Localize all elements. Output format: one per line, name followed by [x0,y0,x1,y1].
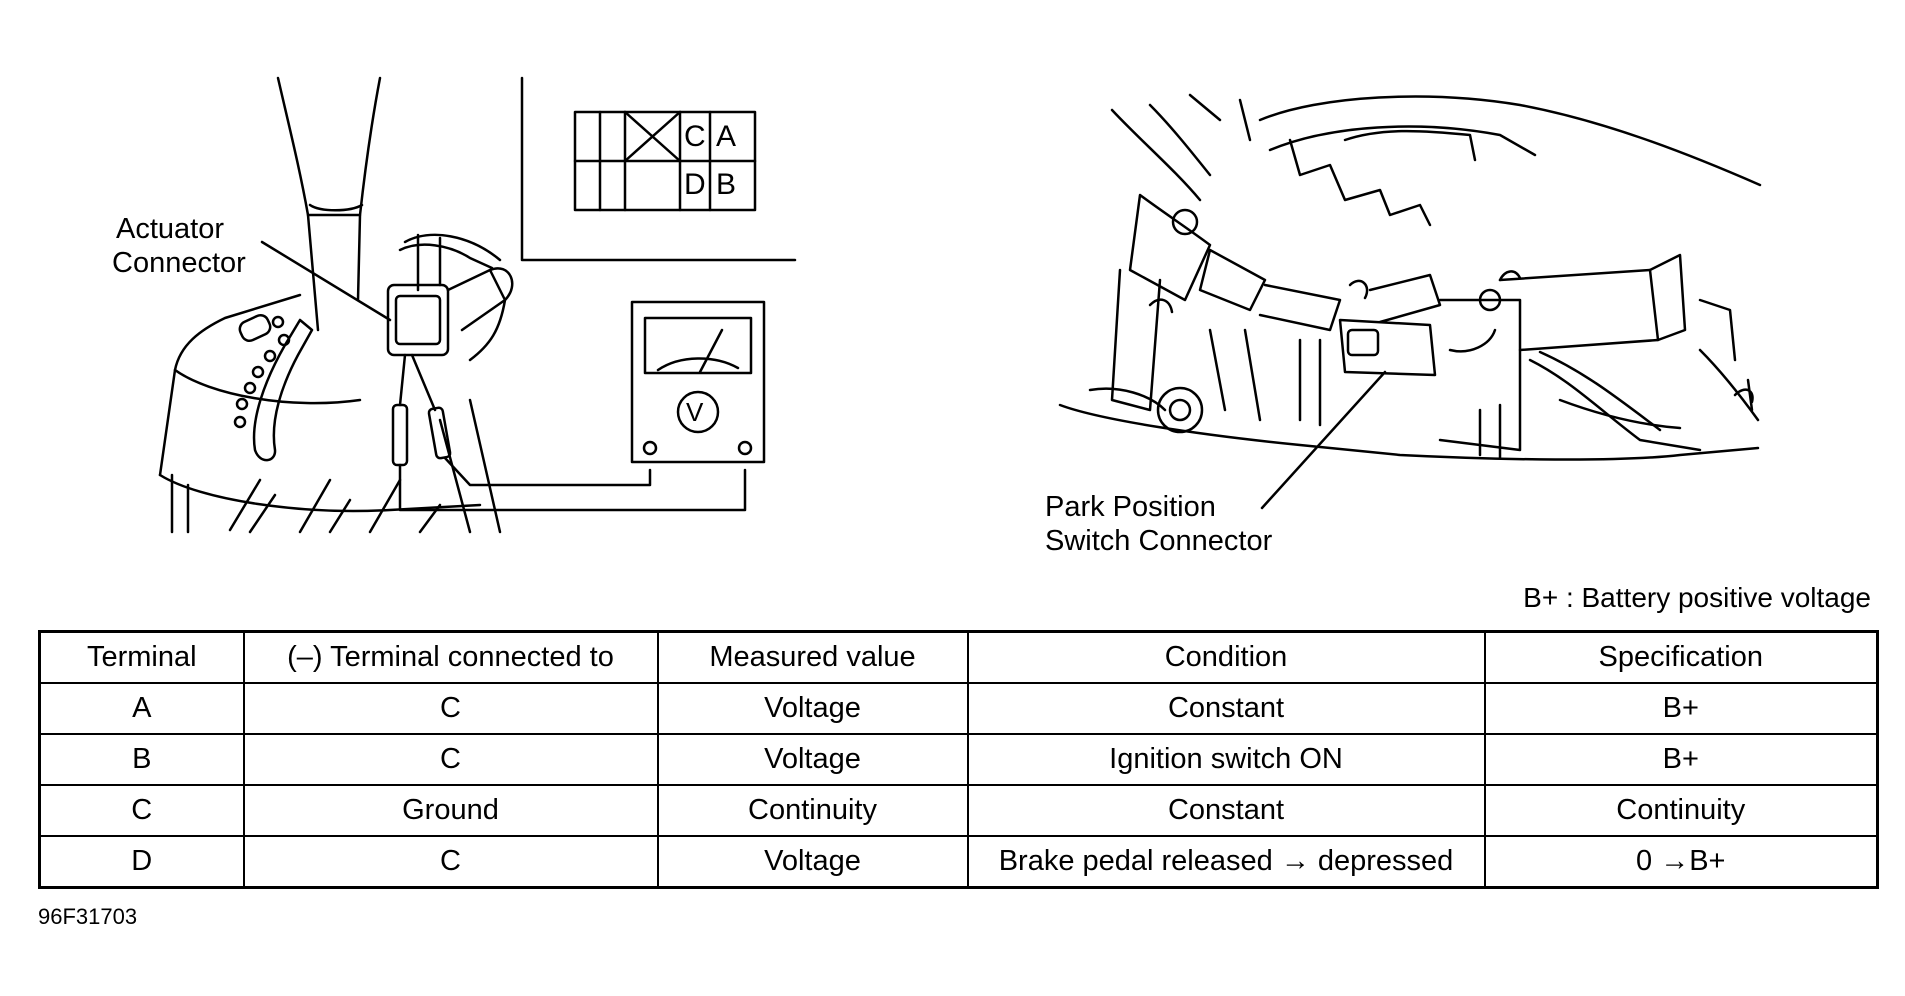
pin-b-label: B [716,168,737,201]
voltmeter-symbol: V [686,397,704,427]
shift-lever-illustration [158,76,502,534]
actuator-connector-label-line2: Connector [112,247,246,279]
table-cell: B [38,733,245,786]
actuator-connector-illustration [386,233,747,512]
connector-pinout-grid [573,110,757,212]
diagram-illustrations [158,76,1762,534]
table-cell: D [38,835,245,889]
park-switch-label-line1: Park Position [1045,491,1216,523]
park-switch-leader [1260,370,1387,510]
header-terminal: Terminal [38,630,245,684]
park-switch-illustration [1058,93,1762,461]
table-cell: Voltage [656,682,969,735]
table-cell: Voltage [656,733,969,786]
table-cell: C [242,682,659,735]
table-cell: Constant [966,784,1486,837]
table-cell: C [242,835,659,889]
table-row: D C Voltage Brake pedal released → depre… [38,835,1879,889]
table-header-row: Terminal (–) Terminal connected to Measu… [38,630,1879,684]
table-cell: B+ [1483,682,1879,735]
table-row: A C Voltage Constant B+ [38,682,1879,735]
actuator-connector-label-line1: Actuator [116,213,224,245]
pinout-frame [520,76,797,262]
table-cell: Brake pedal released → depressed [966,835,1486,889]
park-switch-label-line2: Switch Connector [1045,525,1273,557]
table-cell: Continuity [656,784,969,837]
table-cell: Continuity [1483,784,1879,837]
actuator-connector-leader [260,240,392,322]
table-row: B C Voltage Ignition switch ON B+ [38,733,1879,786]
table-cell: 0 →B+ [1483,835,1879,889]
table-cell: Ignition switch ON [966,733,1486,786]
table-row: C Ground Continuity Constant Continuity [38,784,1879,837]
table-cell: B+ [1483,733,1879,786]
pin-d-label: D [684,168,706,201]
table-cell: Ground [242,784,659,837]
voltmeter-illustration [630,300,766,464]
header-measured-value: Measured value [656,630,969,684]
table-cell: C [242,733,659,786]
figure-code: 96F31703 [38,904,138,929]
pin-c-label: C [684,120,706,153]
table-cell: Constant [966,682,1486,735]
header-condition: Condition [966,630,1486,684]
battery-voltage-note: B+ : Battery positive voltage [1523,582,1871,613]
header-connected-to: (–) Terminal connected to [242,630,659,684]
table-cell: A [38,682,245,735]
pin-a-label: A [716,120,737,153]
terminal-spec-table: Terminal (–) Terminal connected to Measu… [38,630,1879,889]
table-cell: C [38,784,245,837]
table-cell: Voltage [656,835,969,889]
header-specification: Specification [1483,630,1879,684]
